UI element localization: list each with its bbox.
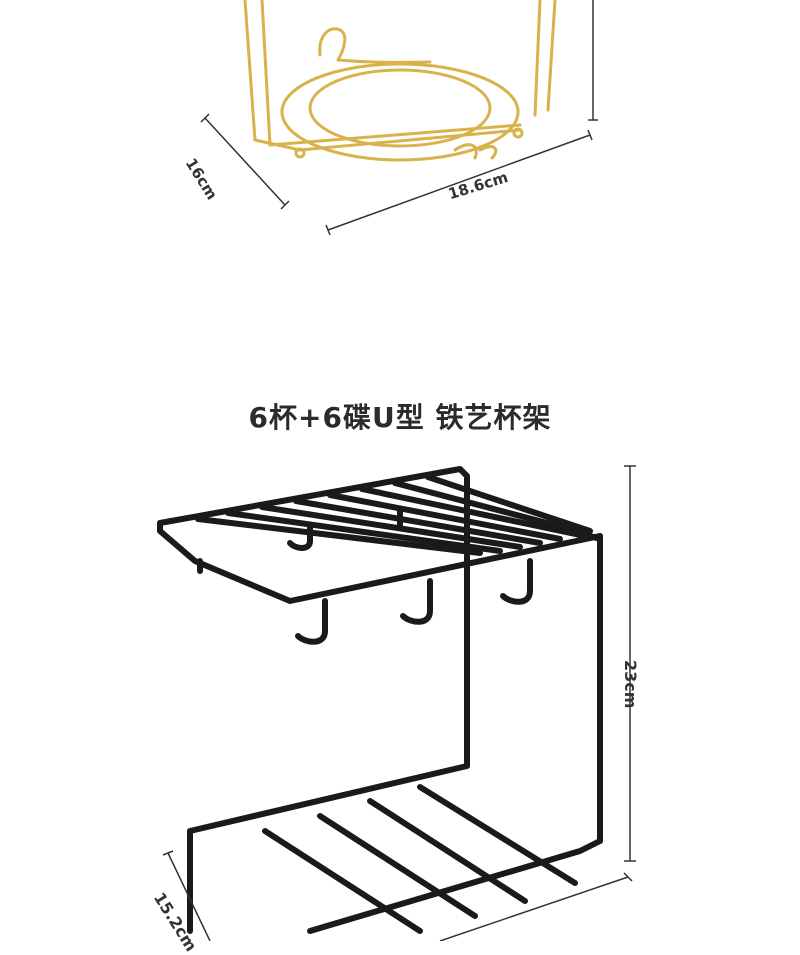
gold-saucer-rack-image [200,0,598,236]
black-cup-rack-image [157,465,636,941]
section-title: 6杯+6碟U型 铁艺杯架 [248,401,552,434]
dimension-label-height: 23cm [621,660,640,709]
